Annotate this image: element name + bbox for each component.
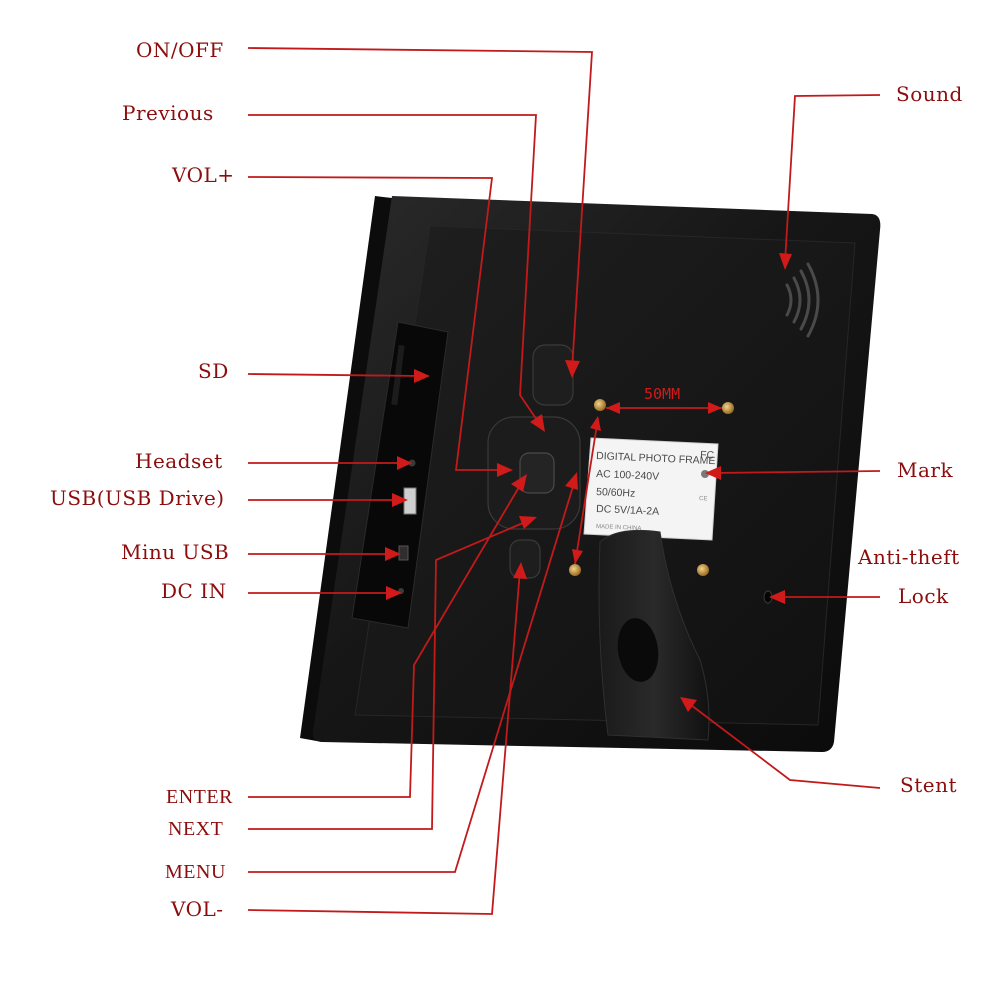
fcc-mark: FC: [700, 449, 715, 462]
photo-frame-device: DIGITAL PHOTO FRAME AC 100-240V 50/60Hz …: [300, 196, 881, 752]
label-lock: Lock: [898, 584, 949, 608]
label-usb-drive: USB(USB Drive): [50, 486, 225, 510]
vol-minus-button[interactable]: [509, 539, 541, 579]
label-menu: MENU: [165, 861, 226, 883]
callout-labels: ON/OFF Previous VOL+ SD Headset USB(USB …: [50, 38, 963, 921]
rating-label-title: DIGITAL PHOTO FRAME: [596, 450, 716, 467]
label-sd: SD: [198, 359, 229, 383]
vesa-screw: [722, 402, 734, 414]
label-vol-plus: VOL+: [171, 163, 235, 187]
label-previous: Previous: [122, 101, 214, 125]
rating-label-dc: DC 5V/1A-2A: [596, 503, 659, 518]
ce-mark: CE: [699, 496, 708, 502]
vesa-dimension-label: 50MM: [644, 385, 680, 403]
stand-hole: [617, 618, 659, 682]
label-enter: ENTER: [166, 786, 233, 808]
label-on-off: ON/OFF: [136, 38, 224, 62]
vesa-dimension: 50MM: [572, 385, 722, 565]
usb-drive-port: [403, 487, 417, 515]
mark-icon: [701, 470, 709, 478]
vesa-screw: [697, 564, 709, 576]
frame-side-edge: [300, 196, 392, 742]
label-sound: Sound: [896, 82, 963, 106]
label-anti-theft: Anti-theft: [857, 545, 960, 569]
on-off-button[interactable]: [532, 344, 574, 406]
leader-lines: [247, 47, 881, 915]
label-dc-in: DC IN: [161, 579, 227, 603]
vesa-screw: [594, 399, 606, 411]
port-panel: [351, 321, 449, 629]
enter-button[interactable]: [519, 452, 555, 494]
vesa-screw: [569, 564, 581, 576]
mini-usb-port: [398, 545, 409, 561]
rating-label-ac: AC 100-240V: [596, 468, 660, 483]
speaker-grille: [785, 262, 820, 338]
label-minu-usb: Minu USB: [121, 540, 229, 564]
label-headset: Headset: [135, 449, 223, 473]
label-vol-minus: VOL-: [170, 897, 224, 921]
label-next: NEXT: [168, 818, 223, 840]
rating-label-origin: MADE IN CHINA: [596, 524, 642, 532]
rating-label: DIGITAL PHOTO FRAME AC 100-240V 50/60Hz …: [583, 437, 719, 541]
label-mark: Mark: [897, 458, 953, 482]
label-stent: Stent: [900, 773, 957, 797]
rating-label-freq: 50/60Hz: [596, 486, 636, 500]
